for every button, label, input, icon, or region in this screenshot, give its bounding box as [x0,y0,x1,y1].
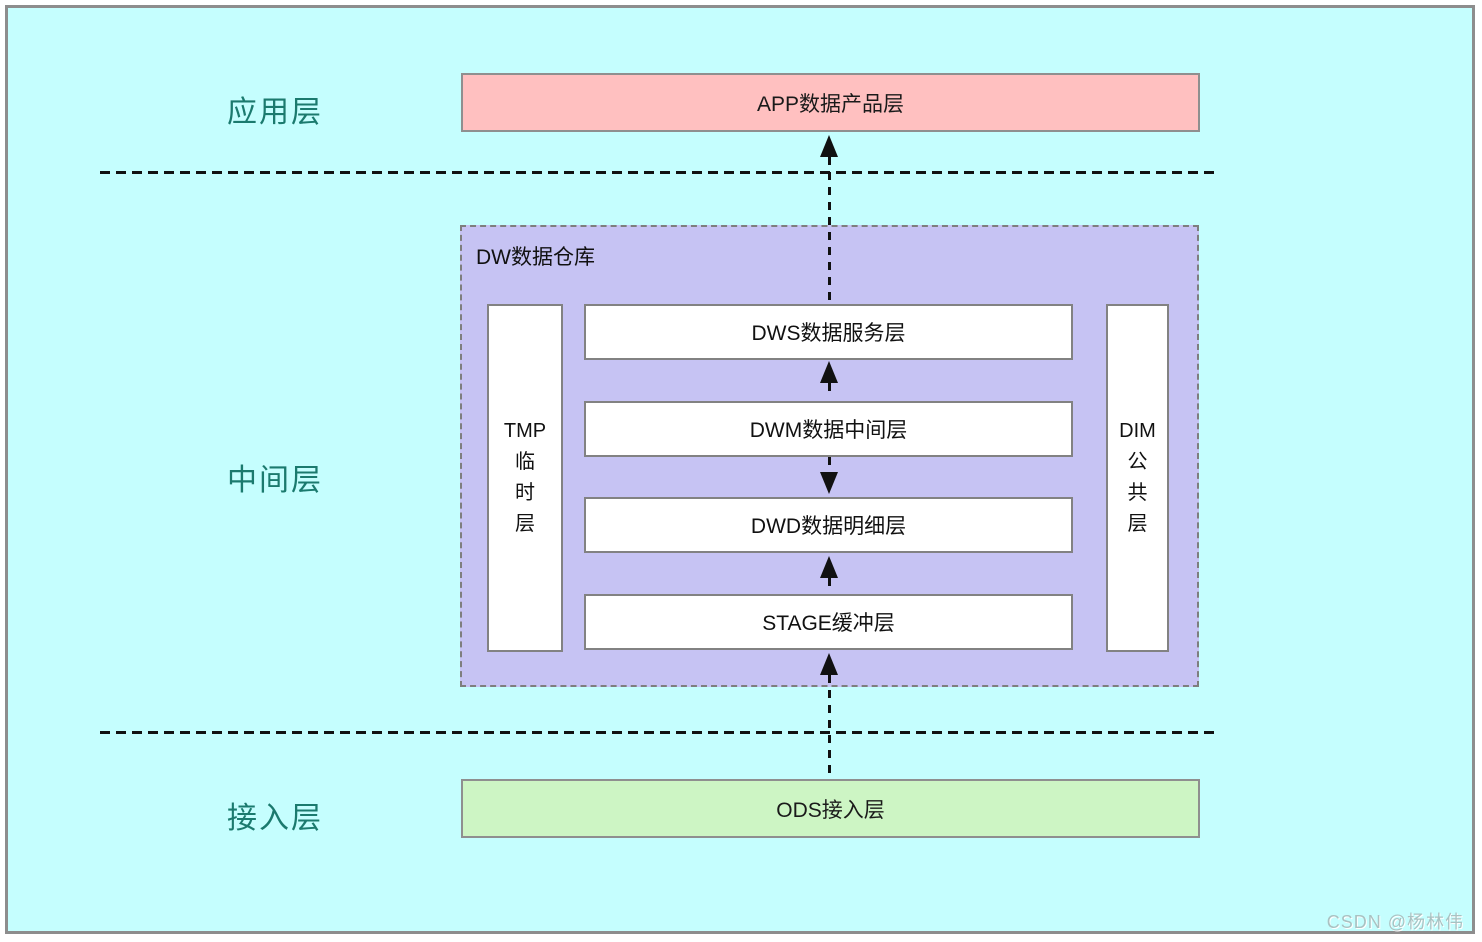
arrow-up-icon [820,556,838,578]
flow-line-dwm-to-dwd [828,457,831,472]
arrow-up-icon [820,135,838,157]
app-data-product-box: APP数据产品层 [461,73,1200,132]
flow-line-dwm-to-dws [828,383,831,398]
dim-line: 公 [1127,451,1148,473]
middle-layer-side-label: 中间层 [227,464,323,497]
arrow-down-icon [820,472,838,494]
csdn-watermark: CSDN @杨林伟 [1326,912,1464,932]
dim-line: DIM [1119,420,1156,442]
separator-line-top [100,171,1214,174]
tmp-line: TMP [503,420,547,442]
dim-common-layer-box: DIM 公 共 层 [1106,304,1169,652]
dws-service-layer-box: DWS数据服务层 [584,304,1073,360]
separator-line-bottom [100,731,1214,734]
arrow-up-icon [820,653,838,675]
tmp-line: 时 [515,482,535,504]
dw-panel-title: DW数据仓库 [476,246,595,269]
dwd-detail-layer-box: DWD数据明细层 [584,497,1073,553]
tmp-temp-layer-box: TMP 临 时 层 [487,304,563,652]
access-layer-side-label: 接入层 [227,802,323,835]
stage-buffer-layer-box: STAGE缓冲层 [584,594,1073,650]
dw-warehouse-panel: DW数据仓库 TMP 临 时 层 DIM 公 共 层 DWS数据服务层 DWM数… [460,225,1199,687]
ods-access-layer-box: ODS接入层 [461,779,1200,838]
flow-line-dw-to-app [828,157,831,300]
flow-line-ods-to-stage [828,675,831,779]
dim-line: 层 [1127,513,1148,535]
dim-line: 共 [1127,482,1148,504]
arrow-up-icon [820,361,838,383]
tmp-line: 层 [515,513,535,535]
app-layer-side-label: 应用层 [227,96,323,129]
flow-line-stage-to-dwd [828,578,831,592]
dwm-middle-layer-box: DWM数据中间层 [584,401,1073,457]
tmp-line: 临 [515,451,535,473]
